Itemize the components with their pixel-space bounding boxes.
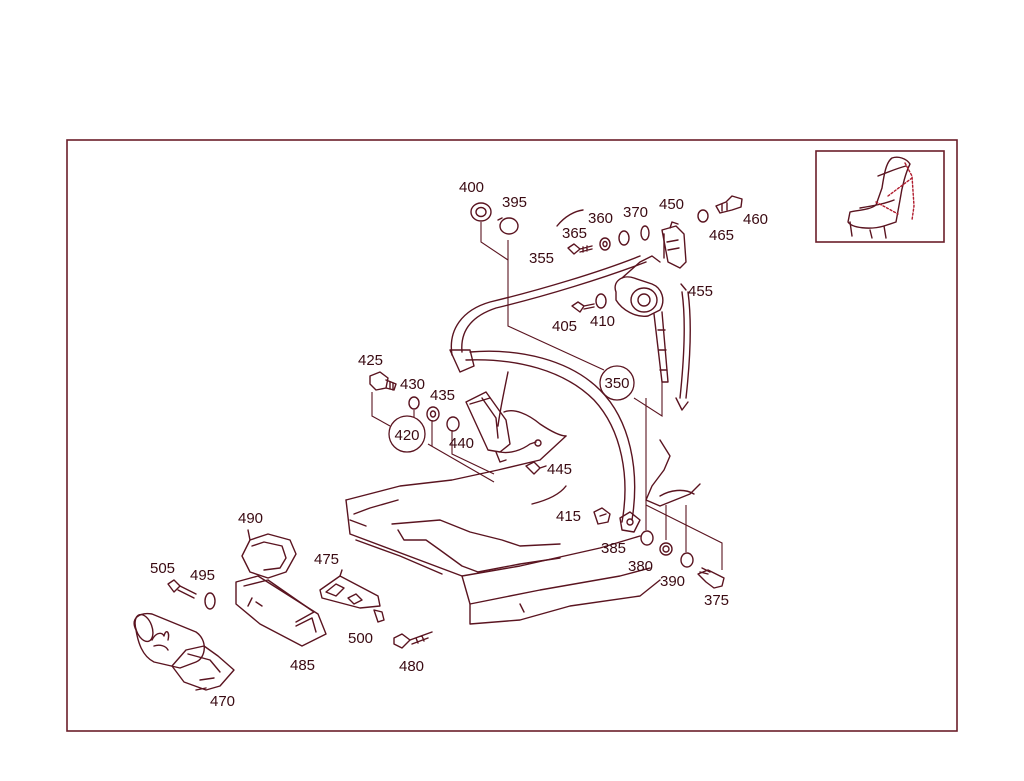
screw-480 xyxy=(393,631,433,649)
cylinder-470 xyxy=(133,612,235,691)
screw-445 xyxy=(525,461,547,475)
bolt-460 xyxy=(715,195,743,214)
bolt-425 xyxy=(369,371,397,391)
callout-420: 420 xyxy=(388,415,426,453)
parts-drawings xyxy=(133,195,743,691)
cover-490 xyxy=(241,529,297,579)
label-470: 470 xyxy=(210,693,235,710)
label-490: 490 xyxy=(238,510,263,527)
label-415: 415 xyxy=(556,508,581,525)
height-adjuster-450 xyxy=(661,221,687,269)
callout-350: 350 xyxy=(599,365,635,401)
label-435: 435 xyxy=(430,387,455,404)
clip-500 xyxy=(373,609,385,623)
label-355: 355 xyxy=(529,250,554,267)
label-475: 475 xyxy=(314,551,339,568)
bolt-375 xyxy=(697,567,725,589)
bracket-485 xyxy=(235,575,327,647)
bolt-355 xyxy=(567,243,593,255)
label-400: 400 xyxy=(459,179,484,196)
washer-360 xyxy=(618,230,630,246)
label-465: 465 xyxy=(709,227,734,244)
pin-415 xyxy=(593,507,611,525)
seat-with-belt-icon xyxy=(815,150,945,243)
label-375: 375 xyxy=(704,592,729,609)
buckle-420 xyxy=(465,391,542,463)
seat-frame xyxy=(345,371,701,625)
cable-455 xyxy=(675,283,691,411)
label-460: 460 xyxy=(743,211,768,228)
label-440: 440 xyxy=(449,435,474,452)
part-labels: 400 395 360 370 450 460 365 465 355 455 … xyxy=(150,179,768,710)
washer-465 xyxy=(697,209,709,223)
label-350: 350 xyxy=(604,375,629,392)
washer-390 xyxy=(680,552,694,568)
belt-webbing xyxy=(449,255,647,533)
label-500: 500 xyxy=(348,630,373,647)
label-450: 450 xyxy=(659,196,684,213)
label-390: 390 xyxy=(660,573,685,590)
label-385: 385 xyxy=(601,540,626,557)
label-370: 370 xyxy=(623,204,648,221)
label-425: 425 xyxy=(358,352,383,369)
leader-lines xyxy=(371,222,723,570)
label-360: 360 xyxy=(588,210,613,227)
label-365: 365 xyxy=(562,225,587,242)
label-380: 380 xyxy=(628,558,653,575)
label-445: 445 xyxy=(547,461,572,478)
belt-retractor xyxy=(614,255,669,383)
screw-505 xyxy=(167,579,197,599)
label-505: 505 xyxy=(150,560,175,577)
bracket-475 xyxy=(319,569,381,609)
label-430: 430 xyxy=(400,376,425,393)
washer-435 xyxy=(426,406,440,422)
label-420: 420 xyxy=(394,427,419,444)
label-410: 410 xyxy=(590,313,615,330)
washer-410 xyxy=(595,293,607,309)
cap-395 xyxy=(497,217,519,235)
label-405: 405 xyxy=(552,318,577,335)
washer-385 xyxy=(640,530,654,546)
washer-365 xyxy=(599,237,611,251)
label-455: 455 xyxy=(688,283,713,300)
washer-370 xyxy=(640,225,650,241)
cover-cap-400 xyxy=(470,202,492,222)
label-480: 480 xyxy=(399,658,424,675)
label-395: 395 xyxy=(502,194,527,211)
label-495: 495 xyxy=(190,567,215,584)
bolt-405 xyxy=(571,301,595,313)
label-485: 485 xyxy=(290,657,315,674)
washer-430 xyxy=(408,396,420,410)
washer-440 xyxy=(446,416,460,432)
diagram-frame xyxy=(66,139,958,732)
washer-380 xyxy=(659,542,673,556)
clip-curve xyxy=(556,209,584,227)
washer-495 xyxy=(204,592,216,610)
